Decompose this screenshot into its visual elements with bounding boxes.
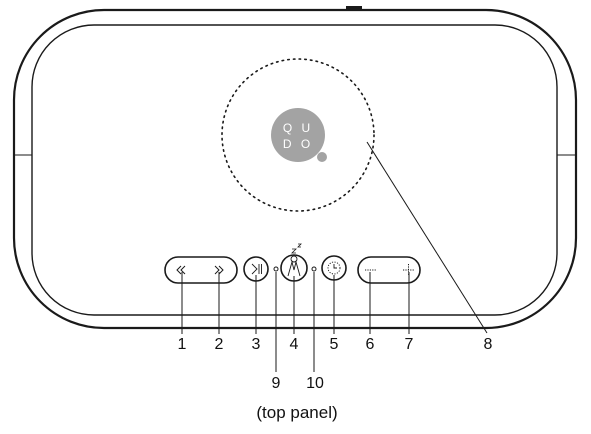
label-2: 2 — [215, 336, 224, 353]
logo-line-1: Q U — [283, 121, 313, 135]
sleep-alarm-icon — [287, 255, 301, 277]
label-3: 3 — [252, 336, 261, 353]
leader-line-8 — [366, 141, 488, 334]
leader-lines — [181, 141, 488, 372]
device-outer-shell — [12, 8, 578, 330]
label-4: 4 — [290, 336, 299, 353]
top-notch — [346, 6, 362, 11]
logo-line-2: D O — [283, 137, 313, 151]
rewind-icon[interactable] — [176, 265, 186, 275]
label-9: 9 — [272, 375, 281, 392]
track-button-pill[interactable] — [164, 256, 238, 284]
label-10: 10 — [306, 375, 324, 392]
diagram-caption: (top panel) — [256, 403, 337, 422]
indicator-led-9 — [273, 266, 279, 272]
label-6: 6 — [366, 336, 375, 353]
play-pause-icon — [251, 263, 262, 275]
qudo-logo: Q U D O — [271, 108, 327, 162]
indicator-led-10 — [311, 266, 317, 272]
sleep-zz-icon — [291, 243, 302, 254]
label-5: 5 — [330, 336, 339, 353]
clock-icon — [327, 261, 341, 275]
label-8: 8 — [484, 336, 493, 353]
fast-forward-icon[interactable] — [214, 265, 224, 275]
label-1: 1 — [178, 336, 187, 353]
charging-area-dotted-circle — [221, 58, 375, 212]
label-7: 7 — [405, 336, 414, 353]
volume-button-pill[interactable] — [357, 256, 421, 284]
